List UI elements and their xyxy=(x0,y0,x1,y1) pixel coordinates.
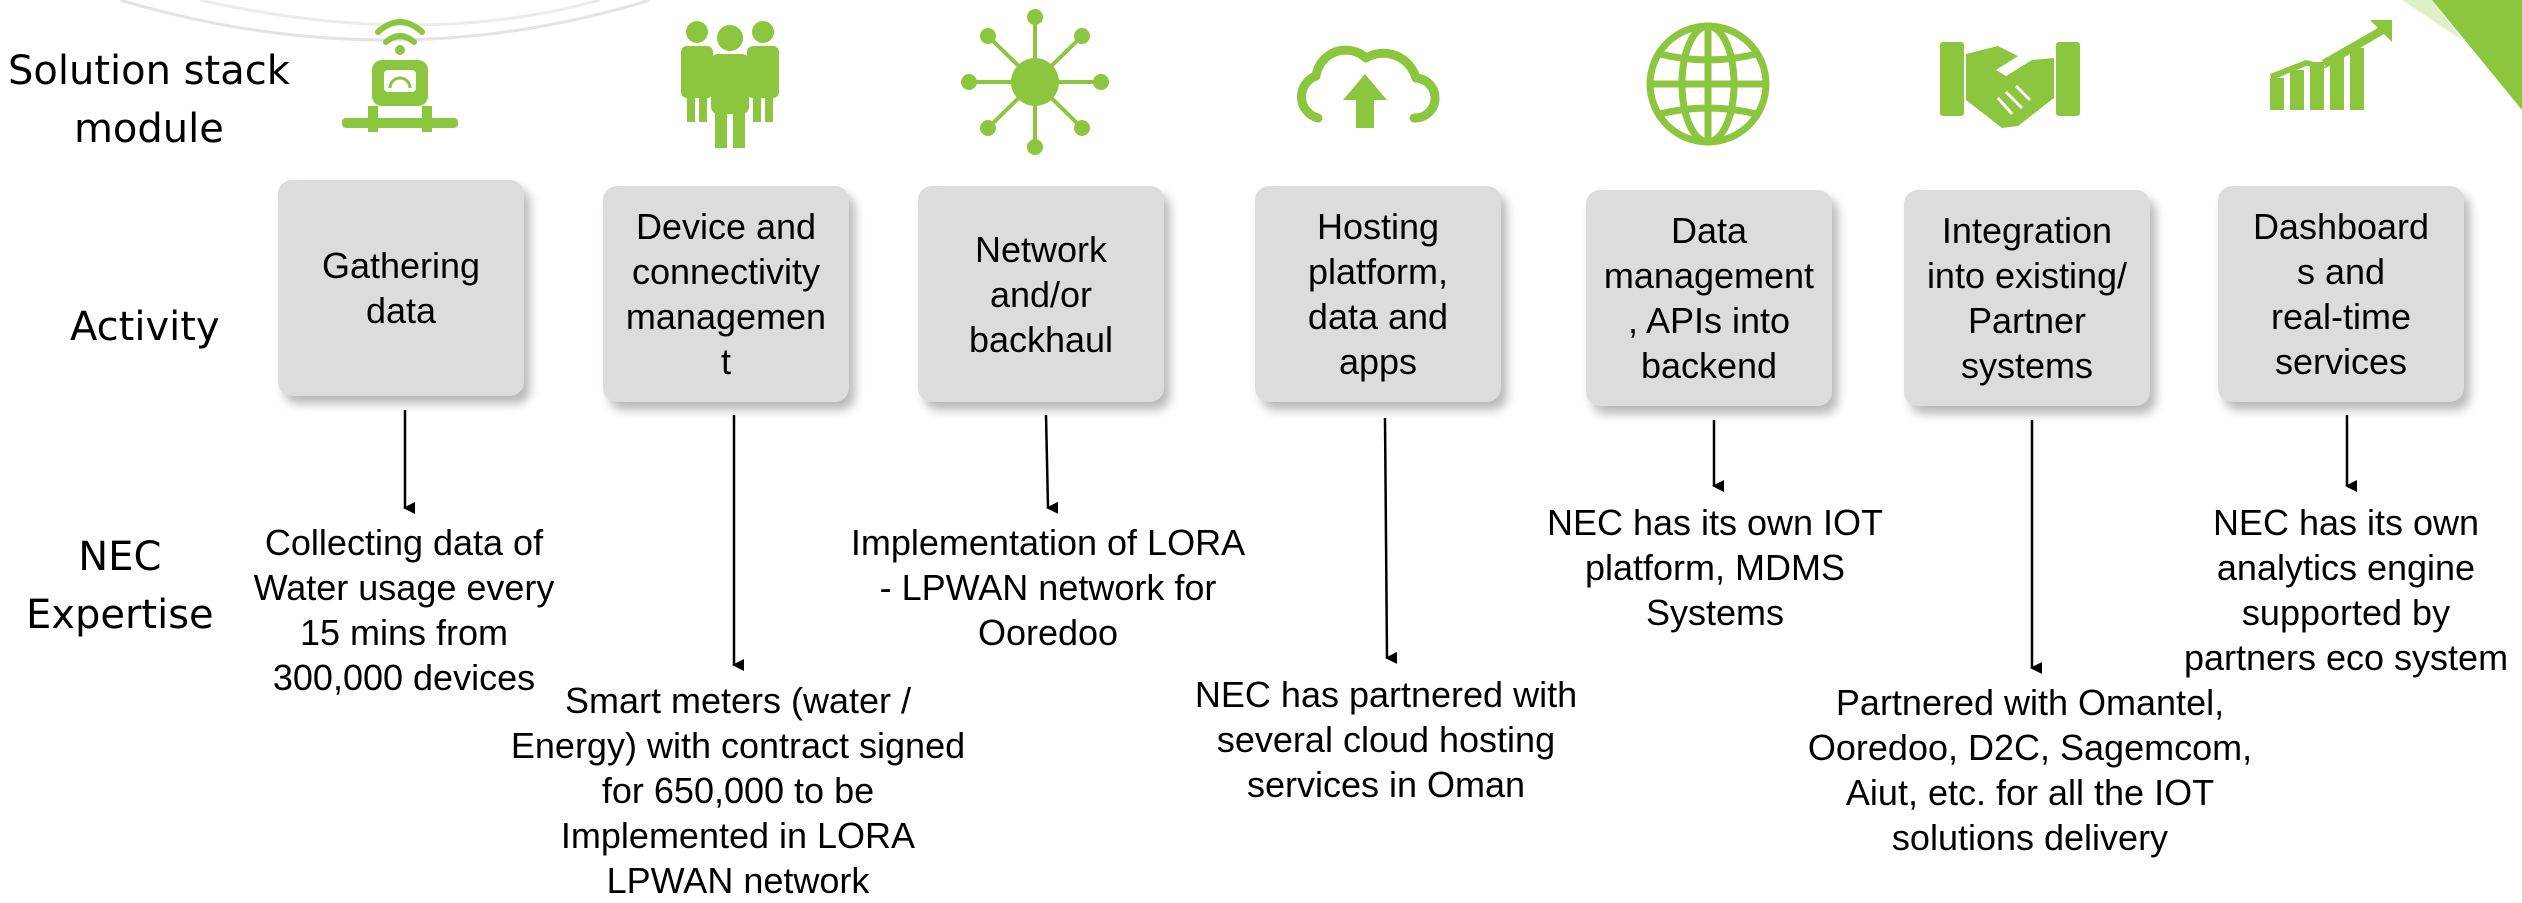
row-label-solution-stack: Solution stack module xyxy=(8,48,290,152)
activity-box-gathering-data: Gathering data xyxy=(278,180,524,396)
activity-box-device-connectivity: Device and connectivity managemen t xyxy=(603,186,849,402)
activity-box-network-backhaul: Network and/or backhaul xyxy=(918,186,1164,402)
activity-box-data-management: Data management , APIs into backend xyxy=(1586,190,1832,406)
row-label-nec-expertise: NEC Expertise xyxy=(26,534,214,638)
activity-box-hosting-platform: Hosting platform, data and apps xyxy=(1255,186,1501,402)
cloud-upload-icon xyxy=(1296,45,1440,128)
smart-meter-wifi-icon xyxy=(342,19,458,132)
expertise-gathering-data: Collecting data of Water usage every 15 … xyxy=(253,522,555,698)
people-group-icon xyxy=(681,21,779,148)
globe-icon xyxy=(1646,22,1770,146)
expertise-network-backhaul: Implementation of LORA - LPWAN network f… xyxy=(850,522,1246,653)
corner-accent xyxy=(2402,0,2522,110)
activity-box-dashboards: Dashboard s and real-time services xyxy=(2218,186,2464,402)
expertise-hosting-platform: NEC has partnered with several cloud hos… xyxy=(1194,674,1578,805)
activity-box-integration: Integration into existing/ Partner syste… xyxy=(1904,190,2150,406)
network-hub-icon xyxy=(961,9,1109,155)
expertise-data-management: NEC has its own IOT platform, MDMS Syste… xyxy=(1546,502,1884,633)
arrow-network xyxy=(1044,414,1059,514)
handshake-icon xyxy=(1940,42,2080,128)
arrow-hosting xyxy=(1383,417,1398,664)
expertise-device-connectivity: Smart meters (water / Energy) with contr… xyxy=(510,680,966,901)
growth-chart-icon xyxy=(2270,20,2392,110)
expertise-integration: Partnered with Omantel, Ooredoo, D2C, Sa… xyxy=(1807,682,2253,858)
expertise-dashboards: NEC has its own analytics engine support… xyxy=(2183,502,2509,678)
row-label-activity: Activity xyxy=(70,304,220,350)
